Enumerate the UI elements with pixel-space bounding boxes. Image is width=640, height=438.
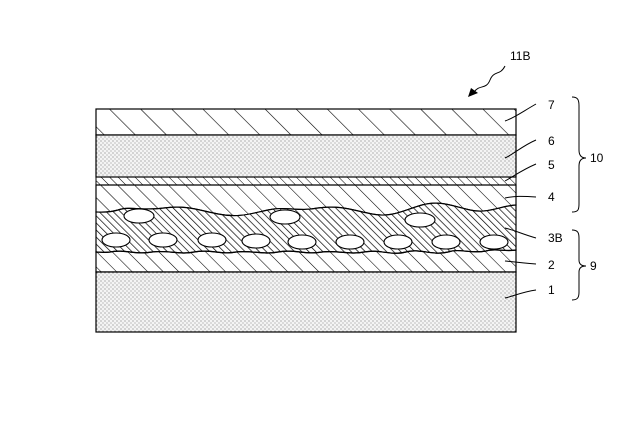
layer-label-4: 4 [548,190,555,204]
particle [480,235,508,249]
particle [102,233,130,247]
group-label-10: 10 [590,151,604,165]
particle [124,209,154,223]
layer-6-rect [96,135,516,177]
particle [384,235,412,249]
particle [198,233,226,247]
particle [432,235,460,249]
layer-5-rect [96,177,516,185]
particle [242,234,270,248]
layer-7-rect [96,109,516,135]
particle [336,235,364,249]
particle [149,233,177,247]
particle [405,213,435,227]
layer-label-1: 1 [548,283,555,297]
layer-label-5: 5 [548,158,555,172]
brace-group-10 [572,97,586,212]
layer-1-rect [96,272,516,332]
particle [270,210,300,224]
figure-reference-label: 11B [510,49,530,63]
reference-arrow [474,66,505,92]
brace-group-9 [572,230,586,300]
layer-label-3b: 3B [548,231,563,245]
particle [288,235,316,249]
group-label-9: 9 [590,259,597,273]
layer-label-7: 7 [548,98,555,112]
layer-label-6: 6 [548,134,555,148]
layer-label-2: 2 [548,258,555,272]
layer-2-shape [96,250,516,272]
